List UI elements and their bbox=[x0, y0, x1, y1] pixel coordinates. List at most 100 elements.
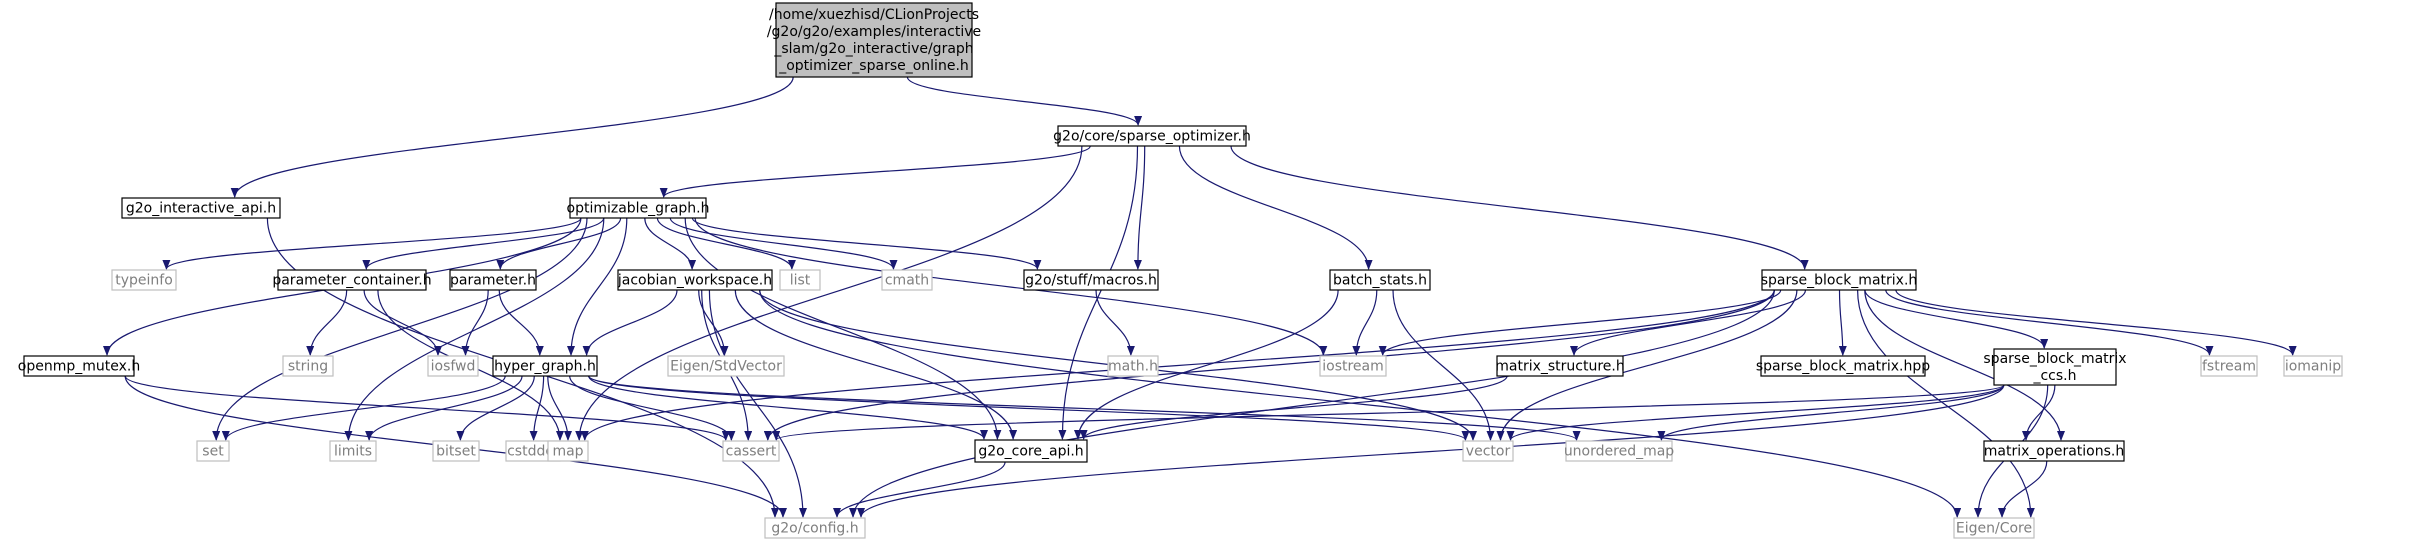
edge-sparse_block_matrix-to-fstream bbox=[1885, 289, 2214, 356]
node-parameter[interactable]: parameter.h bbox=[449, 269, 537, 291]
node-label: iomanip bbox=[2285, 359, 2341, 375]
node-box bbox=[1319, 355, 1387, 377]
node-box bbox=[432, 440, 480, 462]
edge-hyper_graph-to-unordered_map bbox=[588, 375, 1581, 441]
node-label: jacobian_workspace.h bbox=[617, 273, 772, 289]
node-box bbox=[617, 269, 773, 291]
edge-optimizable_graph-to-list bbox=[656, 217, 796, 270]
node-iomanip: iomanip bbox=[2283, 355, 2343, 377]
node-label: sparse_block_matrix bbox=[1983, 351, 2126, 367]
node-label: /home/xuezhisd/CLionProjects bbox=[769, 7, 979, 23]
node-eigen-stdvector: Eigen/StdVector bbox=[667, 355, 785, 377]
nodes-layer: /home/xuezhisd/CLionProjects/g2o/g2o/exa… bbox=[18, 2, 2343, 539]
edge-sparse_optimizer-to-map bbox=[575, 145, 1083, 441]
edge-hyper_graph-to-cstddef bbox=[529, 375, 545, 441]
node-box bbox=[1057, 125, 1247, 147]
node-label: unordered_map bbox=[1564, 444, 1674, 460]
node-label: g2o/stuff/macros.h bbox=[1025, 273, 1157, 289]
edge-sparse_block_matrix-to-eigen_core bbox=[1857, 289, 2035, 518]
edge-sparse_block_matrix_ccs-to-matrix_operations bbox=[2022, 384, 2056, 441]
node-box bbox=[1107, 355, 1159, 377]
edge-jacobian_workspace-to-eigen_core bbox=[759, 289, 1962, 518]
node-matrix-operations[interactable]: matrix_operations.h bbox=[1983, 440, 2125, 462]
edge-sparse_optimizer-to-sparse_block_matrix bbox=[1230, 145, 1809, 270]
node-box bbox=[1993, 348, 2117, 386]
node-math-h: math.h bbox=[1107, 355, 1159, 377]
node-label: typeinfo bbox=[115, 273, 173, 289]
node-label: map bbox=[552, 444, 583, 460]
node-root[interactable]: /home/xuezhisd/CLionProjects/g2o/g2o/exa… bbox=[767, 2, 981, 78]
edge-parameter-to-iosfwd bbox=[461, 289, 489, 356]
edge-optimizable_graph-to-parameter bbox=[496, 217, 622, 270]
edge-optimizable_graph-to-macros bbox=[691, 217, 1042, 270]
node-iosfwd: iosfwd bbox=[427, 355, 479, 377]
edge-jacobian_workspace-to-eigen_stdvector bbox=[698, 289, 729, 356]
node-label: set bbox=[202, 444, 224, 460]
node-label: math.h bbox=[1108, 359, 1158, 375]
edge-sparse_block_matrix-to-config bbox=[849, 289, 1775, 518]
node-parameter-container[interactable]: parameter_container.h bbox=[272, 269, 432, 291]
node-box bbox=[1761, 269, 1917, 291]
edge-sparse_block_matrix_ccs-to-config bbox=[857, 384, 2005, 518]
node-label: batch_stats.h bbox=[1333, 273, 1427, 289]
node-box bbox=[569, 197, 707, 219]
node-box bbox=[1953, 517, 2035, 539]
node-box bbox=[2200, 355, 2258, 377]
edge-sparse_block_matrix_ccs-to-unordered_map bbox=[1657, 384, 2005, 441]
node-label: matrix_operations.h bbox=[1984, 444, 2124, 460]
edge-batch_stats-to-iostream bbox=[1352, 289, 1378, 356]
node-macros[interactable]: g2o/stuff/macros.h bbox=[1023, 269, 1159, 291]
node-label: g2o_core_api.h bbox=[978, 444, 1083, 460]
node-box bbox=[277, 269, 427, 291]
node-sparse-block-matrix[interactable]: sparse_block_matrix.h bbox=[1761, 269, 1918, 291]
node-box bbox=[974, 439, 1088, 463]
node-label: Eigen/StdVector bbox=[670, 359, 782, 375]
edge-parameter-to-hyper_graph bbox=[498, 289, 544, 356]
node-label: _optimizer_sparse_online.h bbox=[778, 58, 969, 74]
edge-sparse_block_matrix-to-iostream bbox=[1378, 289, 1782, 356]
node-label: _slam/g2o_interactive/graph bbox=[773, 41, 973, 57]
edge-optimizable_graph-to-cmath bbox=[669, 217, 898, 270]
edge-sparse_block_matrix_ccs-to-vector bbox=[1506, 384, 2005, 441]
node-batch-stats[interactable]: batch_stats.h bbox=[1329, 269, 1431, 291]
edge-sparse_optimizer-to-optimizable_graph bbox=[659, 145, 1091, 198]
node-openmp-mutex[interactable]: openmp_mutex.h bbox=[18, 355, 140, 377]
edge-macros-to-math_h bbox=[1095, 289, 1135, 356]
node-box bbox=[1496, 355, 1624, 377]
node-core-api[interactable]: g2o_core_api.h bbox=[974, 439, 1088, 463]
node-interactive-api[interactable]: g2o_interactive_api.h bbox=[121, 197, 281, 219]
node-matrix-structure[interactable]: matrix_structure.h bbox=[1495, 355, 1625, 377]
node-jacobian-workspace[interactable]: jacobian_workspace.h bbox=[617, 269, 773, 291]
edge-jacobian_workspace-to-config bbox=[708, 289, 807, 518]
node-config: g2o/config.h bbox=[764, 517, 866, 539]
node-sparse-optimizer[interactable]: g2o/core/sparse_optimizer.h bbox=[1053, 125, 1251, 147]
node-box bbox=[282, 355, 334, 377]
edge-optimizable_graph-to-typeinfo bbox=[162, 217, 582, 270]
node-list: list bbox=[779, 269, 821, 291]
node-sparse-block-matrix-hpp[interactable]: sparse_block_matrix.hpp bbox=[1756, 355, 1930, 377]
node-vector: vector bbox=[1462, 440, 1514, 462]
edge-parameter_container-to-string bbox=[306, 289, 348, 356]
node-label: g2o/core/sparse_optimizer.h bbox=[1053, 129, 1251, 145]
edge-optimizable_graph-to-limits bbox=[344, 217, 605, 441]
node-cassert: cassert bbox=[722, 440, 780, 462]
node-cstddef: cstddef bbox=[505, 440, 561, 462]
edge-root-to-interactive_api bbox=[230, 76, 794, 198]
node-box bbox=[111, 269, 177, 291]
node-label: sparse_block_matrix.hpp bbox=[1756, 359, 1930, 375]
edge-sparse_optimizer-to-macros bbox=[1133, 145, 1146, 270]
node-label: list bbox=[790, 273, 811, 289]
node-sparse-block-matrix-ccs[interactable]: sparse_block_matrix_ccs.h bbox=[1983, 348, 2127, 386]
node-bitset: bitset bbox=[432, 440, 480, 462]
node-label: matrix_structure.h bbox=[1495, 359, 1625, 375]
edge-sparse_block_matrix_ccs-to-cassert bbox=[772, 384, 2005, 441]
node-box bbox=[764, 517, 866, 539]
node-fstream: fstream bbox=[2200, 355, 2258, 377]
edge-root-to-sparse_optimizer bbox=[906, 76, 1143, 126]
node-optimizable-graph[interactable]: optimizable_graph.h bbox=[567, 197, 710, 219]
node-hyper-graph[interactable]: hyper_graph.h bbox=[492, 355, 598, 377]
edge-parameter_container-to-iosfwd bbox=[363, 289, 442, 356]
edge-matrix_operations-to-eigen_core bbox=[1998, 460, 2048, 518]
edge-hyper_graph-to-vector bbox=[588, 375, 1470, 441]
